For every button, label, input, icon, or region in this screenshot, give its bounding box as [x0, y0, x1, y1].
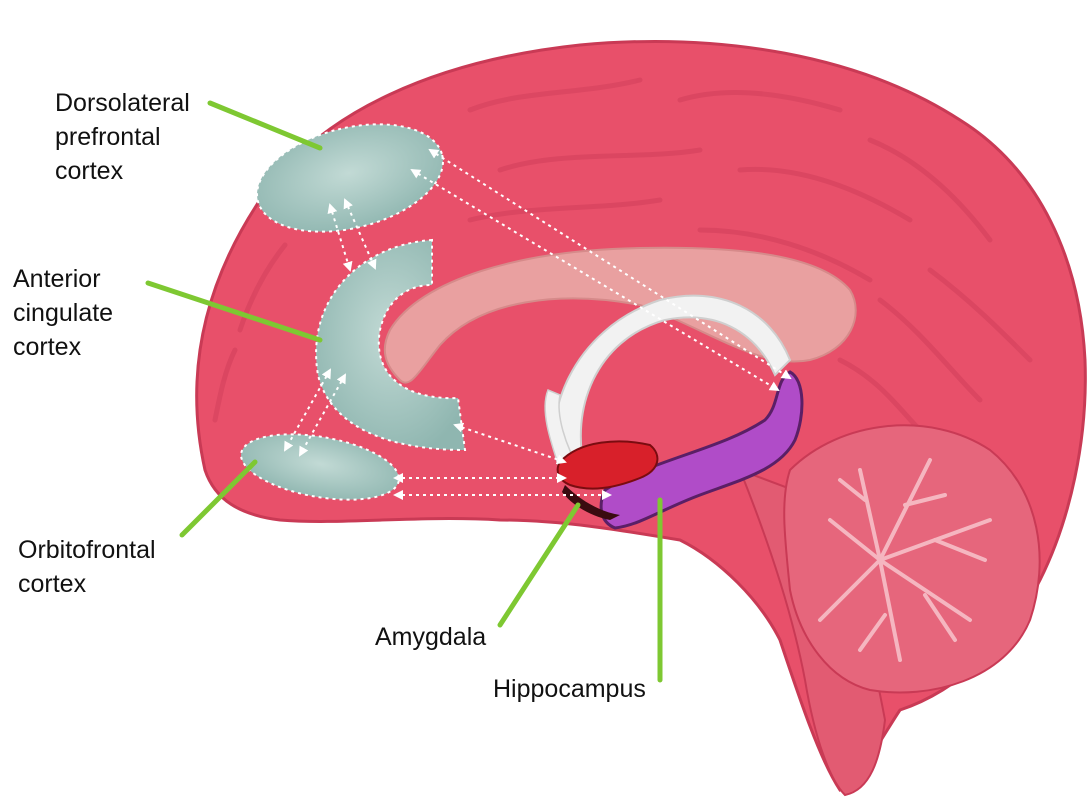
label-hippocampus: Hippocampus	[493, 672, 646, 706]
label-amygdala: Amygdala	[375, 620, 486, 654]
leader-line-dlpfc	[210, 103, 320, 148]
label-dlpfc-line-1: Dorsolateral	[55, 86, 190, 120]
cerebellum	[784, 425, 1039, 692]
label-ofc-line-2: cortex	[18, 567, 156, 601]
label-orbitofrontal-cortex: Orbitofrontal cortex	[18, 533, 156, 601]
leader-line-amygdala	[500, 505, 578, 625]
label-dorsolateral-prefrontal-cortex: Dorsolateral prefrontal cortex	[55, 86, 190, 188]
label-anterior-cingulate-cortex: Anterior cingulate cortex	[13, 262, 113, 364]
label-dlpfc-line-2: prefrontal	[55, 120, 190, 154]
label-acc-line-1: Anterior	[13, 262, 113, 296]
label-ofc-line-1: Orbitofrontal	[18, 533, 156, 567]
label-acc-line-2: cingulate	[13, 296, 113, 330]
label-dlpfc-line-3: cortex	[55, 154, 190, 188]
label-acc-line-3: cortex	[13, 330, 113, 364]
